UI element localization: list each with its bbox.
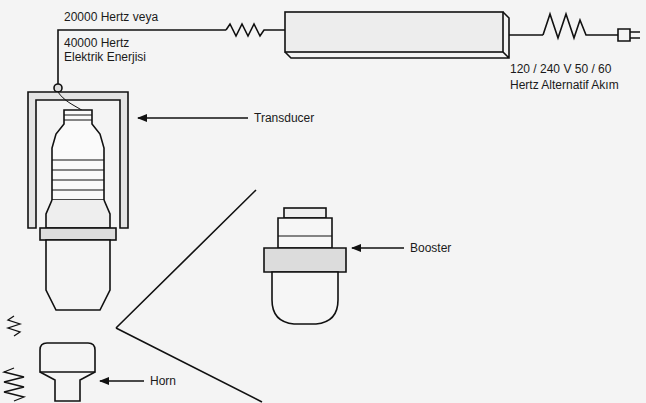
leader-arrow [352,247,404,249]
connector-knob [54,84,62,92]
horn-body [40,343,95,372]
booster-top [278,218,332,248]
mains-label: 120 / 240 V 50 / 60 [510,62,611,76]
booster-body [46,240,110,310]
leader-arrow [100,380,144,382]
generator-box-edge [285,12,509,58]
part-name: Transducer [254,111,314,125]
booster-ridge [278,236,332,237]
transducer-neck [46,200,110,228]
mains-label: Hertz Alternatif Akım [510,78,619,92]
part-name: Horn [150,374,176,388]
booster-lower [272,272,338,324]
ac-wave-symbol [543,14,618,38]
leader-arrow [138,117,248,119]
transducer-stack [52,110,104,200]
power-plug [618,29,640,41]
frequency-label: 20000 Hertz veya [64,10,158,24]
signal-wire [58,30,226,84]
transducer-ridges [52,115,104,190]
vibration-small [8,316,20,336]
booster-collar [40,228,116,240]
horn-tip [40,372,95,401]
booster-flange [264,248,346,272]
vibration-large [4,368,24,401]
frequency-label: 40000 Hertz [64,36,129,50]
mains-wire [509,34,543,36]
zoom-line [116,190,262,402]
generator-box [285,12,503,52]
energy-label: Elektrik Enerjisi [64,50,146,64]
resistor-symbol [226,24,285,36]
booster-cap [284,208,326,218]
transducer-housing [28,92,128,228]
part-name: Booster [410,241,451,255]
